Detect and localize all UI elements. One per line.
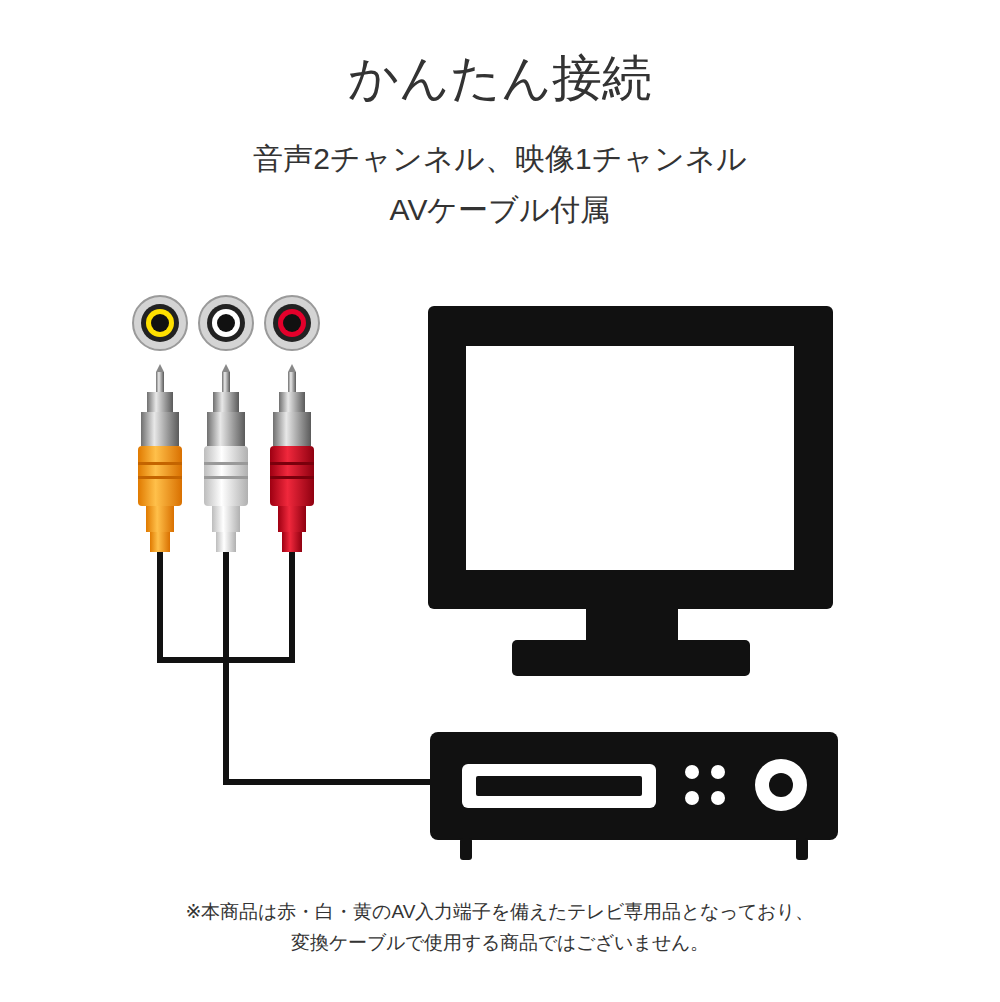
rca-jacks: [133, 296, 319, 350]
av-player: [430, 732, 838, 860]
note: 変換ケーブルで使用する商品ではございません。: [291, 930, 709, 956]
cable: [160, 552, 432, 782]
tv-monitor: [428, 306, 833, 676]
subtitle: AVケーブル付属: [390, 190, 611, 230]
rca-plugs: [138, 364, 314, 552]
subtitle: 音声2チャンネル、映像1チャンネル: [253, 139, 746, 179]
note: ※本商品は赤・白・黄のAV入力端子を備えたテレビ専用品となっており、: [186, 899, 815, 925]
title: かんたん接続: [348, 48, 652, 108]
